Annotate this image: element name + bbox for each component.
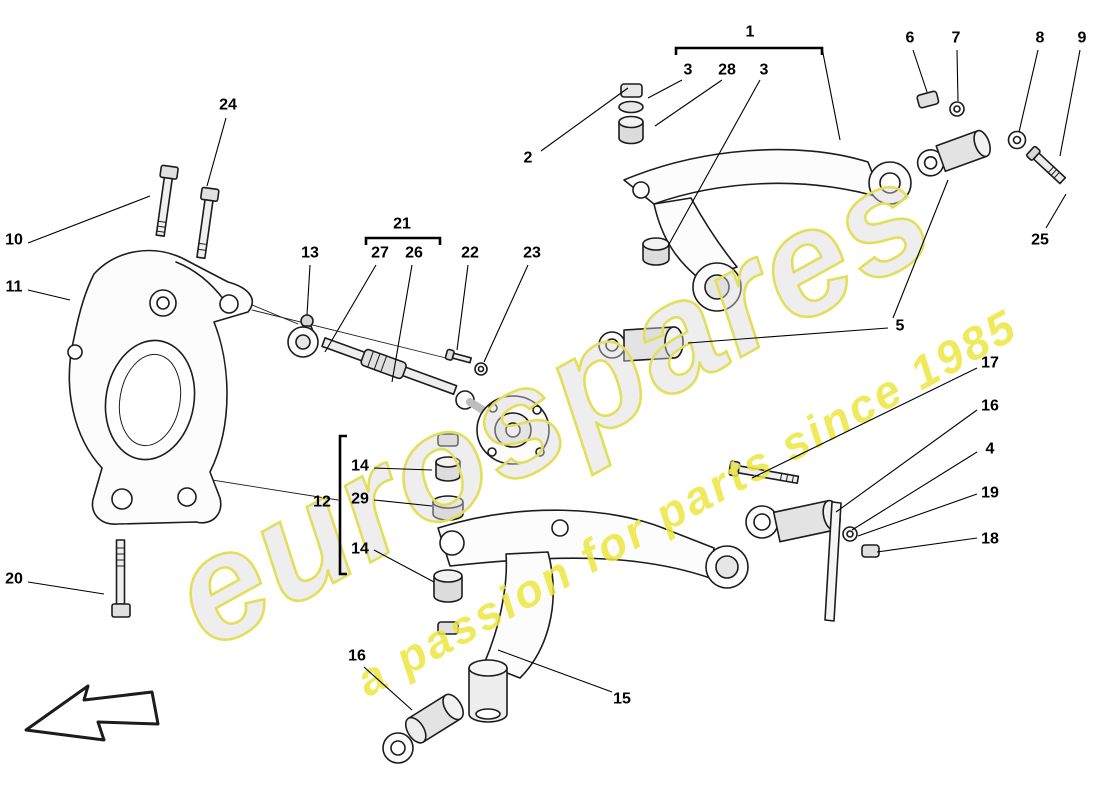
screw-part9: [1026, 145, 1067, 185]
lower-arm-bushing-stack: [432, 433, 464, 635]
callout-17: 17: [981, 355, 999, 372]
callout-12: 12: [313, 494, 331, 511]
callout-3: 3: [684, 62, 693, 79]
callout-18: 18: [981, 531, 999, 548]
bolt-part17: [728, 460, 800, 485]
callout-4: 4: [986, 441, 995, 458]
washer-part7: [949, 101, 965, 117]
bolt-part24: [196, 186, 220, 260]
leader-line-27: [324, 264, 377, 353]
leader-line-9: [1059, 49, 1081, 157]
washer-part23: [474, 362, 488, 376]
group-bracket-12: [338, 434, 347, 576]
callout-21: 21: [393, 216, 411, 233]
callout-6: 6: [906, 30, 915, 47]
leader-line-14: [373, 467, 433, 471]
leader-line-28: [654, 79, 723, 127]
callout-11: 11: [6, 279, 23, 296]
callout-23: 23: [523, 245, 541, 262]
callout-15: 15: [613, 691, 631, 708]
leader-line-4: [851, 451, 978, 531]
callout-25: 25: [1031, 232, 1049, 249]
tie-rod-assembly: [287, 314, 475, 410]
direction-arrow: [24, 684, 160, 742]
leader-line-7: [956, 49, 959, 102]
leader-line-29: [373, 499, 433, 507]
callout-14: 14: [351, 458, 369, 475]
nut-part18: [861, 544, 880, 558]
leader-line-5: [892, 179, 949, 319]
callout-26: 26: [405, 245, 423, 262]
group-bracket-1: [674, 46, 824, 55]
upper-wishbone: [623, 148, 912, 312]
callout-13: 13: [301, 245, 319, 262]
leader-line-10: [27, 195, 151, 244]
leader-line-1: [821, 47, 841, 141]
leader-line-16: [363, 666, 413, 711]
callout-8: 8: [1036, 30, 1045, 47]
leader-line-23: [483, 264, 529, 363]
leader-line-2: [540, 87, 629, 152]
leader-line-3: [647, 79, 683, 99]
callout-2: 2: [524, 150, 533, 167]
leader-line-19: [857, 493, 978, 537]
leader-line-16: [835, 409, 978, 513]
callout-7: 7: [952, 30, 961, 47]
leader-line-17: [751, 367, 978, 479]
callout-28: 28: [718, 62, 736, 79]
leader-line-13: [306, 264, 311, 316]
upper-arm-front-bushing: [598, 326, 684, 362]
washer-part8: [1007, 130, 1027, 150]
callout-29: 29: [351, 491, 369, 508]
callout-9: 9: [1078, 30, 1087, 47]
leader-line-25: [1045, 193, 1067, 229]
shim-plate: [824, 501, 842, 622]
callout-24: 24: [219, 97, 237, 114]
leader-line-26: [391, 264, 413, 383]
lower-front-bushing: [382, 693, 464, 764]
leader-line-14: [373, 549, 435, 583]
small-bolt-part22: [444, 348, 473, 364]
callout-10: 10: [5, 232, 23, 249]
nut-part6: [916, 90, 940, 109]
callout-1: 1: [746, 24, 755, 41]
bolt-part10: [155, 164, 179, 237]
rear-bushing-assembly: [916, 129, 991, 177]
toe-link-assembly: [728, 460, 880, 622]
leader-line-8: [1018, 49, 1039, 133]
leader-line-20: [27, 581, 105, 595]
group-bracket-21: [364, 236, 442, 245]
callout-27: 27: [371, 245, 389, 262]
callout-3: 3: [760, 62, 769, 79]
callout-16: 16: [348, 648, 366, 665]
leader-line-18: [876, 537, 978, 553]
watermark: eurospares a passion for parts since 198…: [143, 125, 1027, 707]
callout-22: 22: [461, 245, 479, 262]
wheel-knuckle: [67, 249, 253, 525]
leader-line-15: [497, 649, 613, 693]
washer-part19: [842, 526, 858, 542]
leader-line-5: [687, 327, 889, 344]
callout-20: 20: [5, 571, 23, 588]
leader-line-3: [667, 79, 761, 247]
callout-16: 16: [981, 398, 999, 415]
bolt-part20: [111, 539, 131, 618]
leader-line-6: [912, 49, 928, 93]
hub-flange: [466, 395, 550, 465]
leader-line-24: [206, 117, 227, 187]
callout-14: 14: [351, 541, 369, 558]
leader-line-11: [27, 289, 71, 301]
callout-5: 5: [896, 318, 905, 335]
lower-wishbone: [437, 509, 749, 723]
leader-line-22: [456, 264, 469, 351]
callout-19: 19: [981, 485, 999, 502]
